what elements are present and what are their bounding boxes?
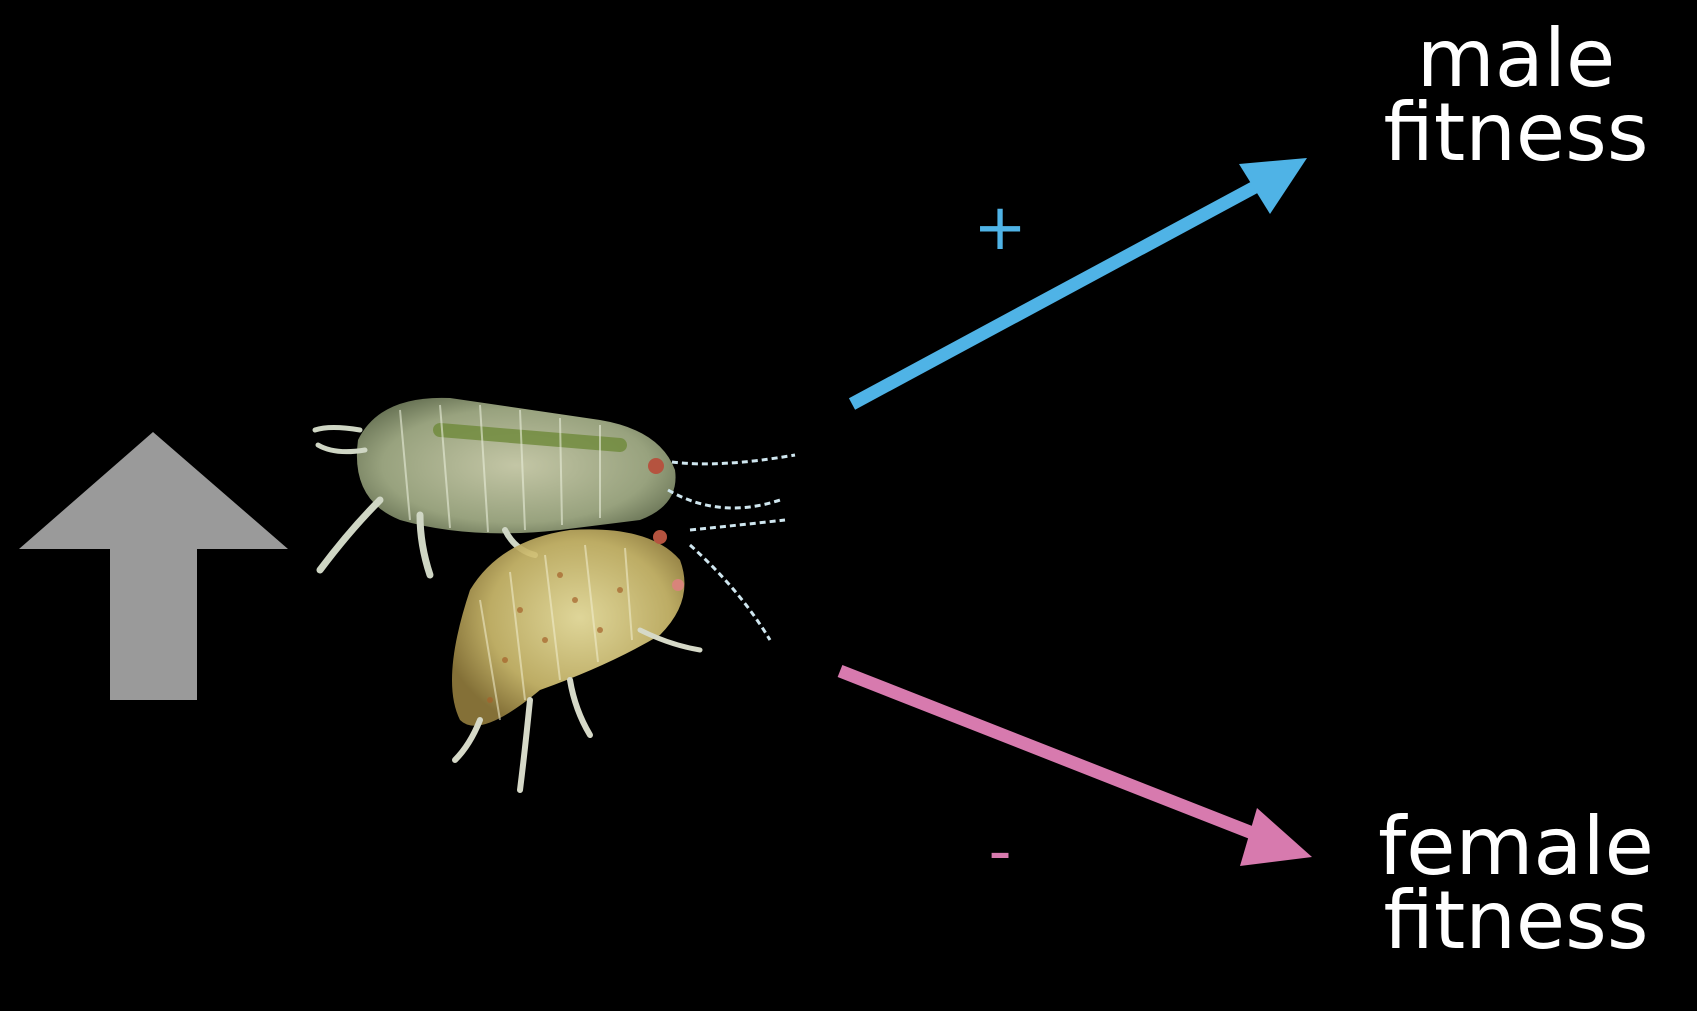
positive-sign: + — [970, 196, 1030, 260]
male-label-line1: male — [1351, 22, 1681, 96]
female-label-line1: female — [1351, 810, 1681, 884]
up-arrow-icon — [19, 432, 288, 700]
male-fitness-label: male fitness — [1351, 22, 1681, 170]
amphipod-pair-image — [315, 398, 795, 790]
female-label-line2: fitness — [1351, 884, 1681, 958]
arrow-up-right-icon — [852, 158, 1307, 404]
female-fitness-label: female fitness — [1351, 810, 1681, 958]
arrow-down-right-icon — [840, 671, 1312, 866]
male-label-line2: fitness — [1351, 96, 1681, 170]
amphipod-bottom — [452, 520, 785, 790]
negative-sign: - — [970, 820, 1030, 884]
